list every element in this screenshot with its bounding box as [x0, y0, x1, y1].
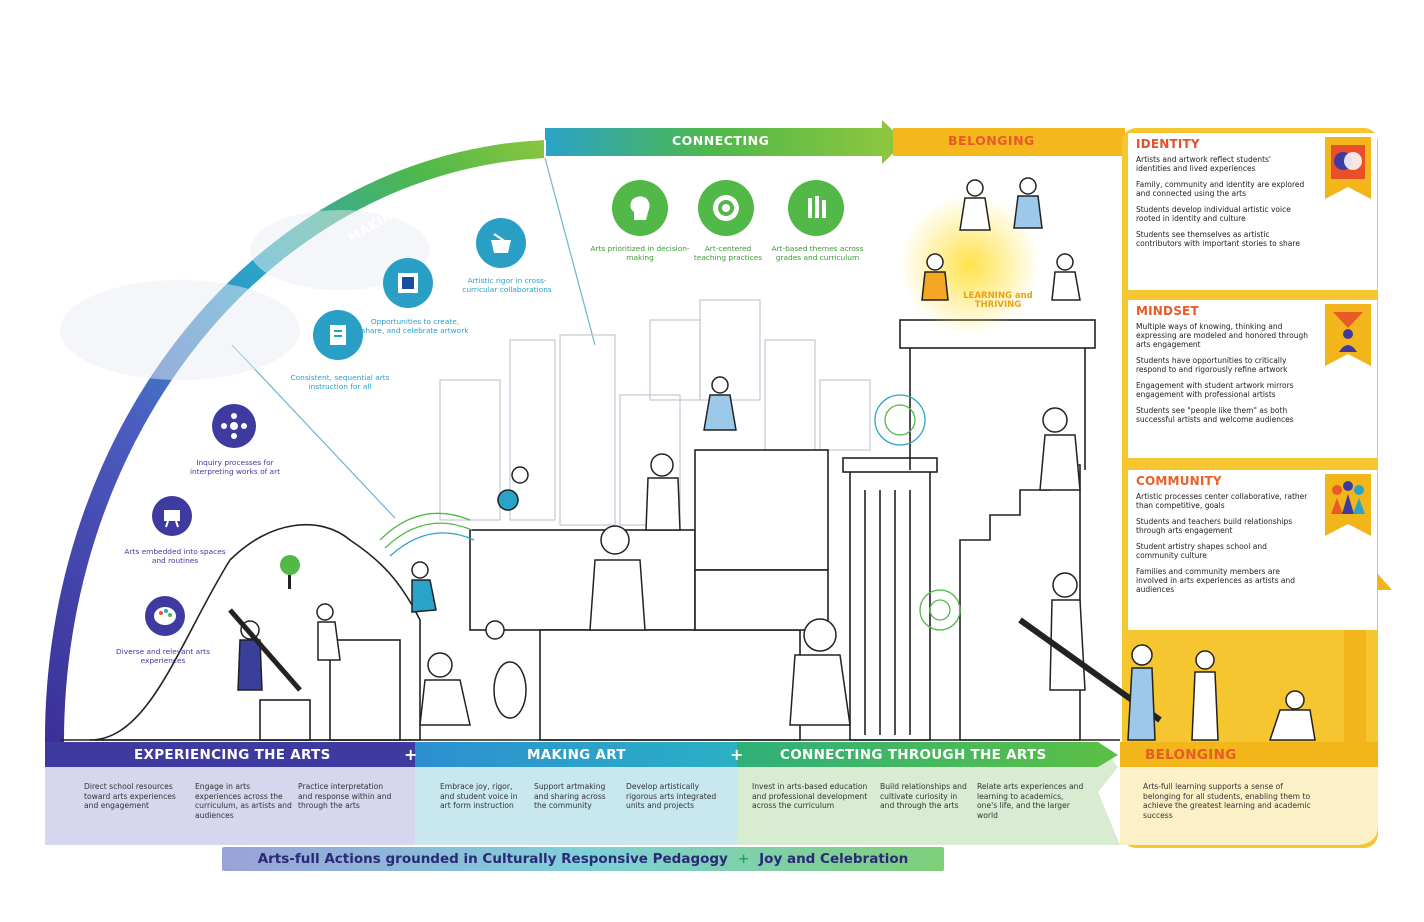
footer-left-text: Arts-full Actions grounded in Culturally…	[257, 851, 728, 867]
figure-hill-climber	[316, 603, 341, 661]
stair-blocks	[259, 449, 829, 741]
tools-icon	[788, 180, 844, 236]
list-item: Families and community members are invol…	[1136, 567, 1295, 594]
band-plus-1: +	[404, 745, 418, 764]
list-item: Student artistry shapes school and commu…	[1136, 542, 1267, 560]
figure-child-telescope	[703, 376, 737, 431]
panel-list: Multiple ways of knowing, thinking and e…	[1128, 322, 1316, 424]
list-item: Multiple ways of knowing, thinking and e…	[1136, 322, 1308, 349]
icon-caption-target: Art-centered teaching practices	[693, 244, 763, 262]
arch-label-belonging: BELONGING	[948, 133, 1035, 148]
list-item: Students develop individual artistic voi…	[1136, 205, 1291, 223]
panel-title: COMMUNITY	[1136, 474, 1222, 488]
icon-caption-basket: Artistic rigor in cross-curricular colla…	[462, 276, 552, 294]
panel-community: COMMUNITY Artistic processes center coll…	[1128, 470, 1377, 630]
icon-caption-head: Arts prioritized in decision-making	[590, 244, 690, 262]
mindset-person-icon	[1325, 304, 1371, 366]
band-text-belonging: Arts-full learning supports a sense of b…	[1143, 782, 1311, 820]
figure-summit-dancer	[1051, 253, 1081, 301]
figure-cellist	[485, 620, 527, 719]
list-item: Students have opportunities to criticall…	[1136, 356, 1288, 374]
footer-plus: +	[737, 851, 750, 867]
band-label-belonging: BELONGING	[1145, 747, 1237, 763]
footer-banner-bg	[222, 847, 944, 871]
icon-caption-frame: Opportunities to create, share, and cele…	[361, 317, 469, 335]
figure-painter	[789, 618, 851, 726]
target-icon	[698, 180, 754, 236]
community-people-icon	[1325, 474, 1371, 536]
band-text-exp-1: Direct school resources toward arts expe…	[84, 782, 176, 811]
figure-kids-right	[1127, 644, 1316, 741]
figure-wheelchair	[497, 466, 529, 511]
arch-label-connecting: CONNECTING	[672, 133, 770, 148]
band-text-conn-3: Relate arts experiences and learning to …	[977, 782, 1084, 820]
figure-chef	[645, 453, 681, 531]
footer-banner: Arts-full Actions grounded in Culturally…	[222, 847, 944, 871]
list-item: Artistic processes center collaborative,…	[1136, 492, 1308, 510]
summit-label: LEARNING and THRIVING	[963, 291, 1033, 310]
figure-pencil-climber	[228, 608, 302, 692]
people-figures	[228, 177, 1316, 741]
panel-title: IDENTITY	[1136, 137, 1200, 151]
panel-mindset: MINDSET Multiple ways of knowing, thinki…	[1128, 300, 1377, 458]
panel-title: MINDSET	[1136, 304, 1199, 318]
band-text-make-2: Support artmaking and sharing across the…	[534, 782, 606, 811]
swirl-decorations	[379, 394, 961, 631]
section-dividers	[231, 157, 596, 519]
band-text-make-1: Embrace joy, rigor, and student voice in…	[440, 782, 518, 811]
figure-trumpet	[1039, 407, 1081, 491]
band-label-making: MAKING ART	[527, 747, 626, 763]
head-icon	[612, 180, 668, 236]
easel-icon	[152, 496, 192, 536]
icon-caption-tools: Art-based themes across grades and curri…	[771, 244, 864, 262]
band-plus-2: +	[730, 745, 744, 764]
list-item: Engagement with student artwork mirrors …	[1136, 381, 1294, 399]
list-item: Students see "people like them" as both …	[1136, 406, 1294, 424]
figure-summit-singer	[921, 253, 949, 301]
list-item: Students see themselves as artistic cont…	[1136, 230, 1300, 248]
icon-caption-easel: Arts embedded into spaces and routines	[124, 547, 226, 565]
panel-list: Artists and artwork reflect students' id…	[1128, 155, 1316, 248]
list-item: Students and teachers build relationship…	[1136, 517, 1293, 535]
bottom-bands	[45, 742, 1378, 845]
list-item: Artists and artwork reflect students' id…	[1136, 155, 1271, 173]
list-item: Family, community and identity are explo…	[1136, 180, 1305, 198]
band-text-conn-1: Invest in arts-based education and profe…	[752, 782, 868, 811]
basket-icon	[476, 218, 526, 268]
figure-runner	[411, 561, 437, 613]
figure-singer	[589, 525, 646, 631]
book-icon	[313, 310, 363, 360]
figure-jumpers	[959, 177, 1043, 231]
band-text-make-3: Develop artistically rigorous arts integ…	[626, 782, 717, 811]
sky-texture	[60, 210, 430, 380]
panel-identity: IDENTITY Artists and artwork reflect stu…	[1128, 133, 1377, 290]
band-text-exp-3: Practice interpretation and response wit…	[298, 782, 392, 811]
network-icon	[212, 404, 256, 448]
frame-icon	[383, 258, 433, 308]
band-label-connecting: CONNECTING THROUGH THE ARTS	[780, 747, 1047, 763]
footer-right-text: Joy and Celebration	[759, 851, 909, 867]
identity-faces-icon	[1325, 137, 1371, 199]
palette-icon	[145, 596, 185, 636]
icon-caption-network: Inquiry processes for interpreting works…	[189, 458, 281, 476]
band-text-conn-2: Build relationships and cultivate curios…	[880, 782, 967, 811]
band-text-exp-2: Engage in arts experiences across the cu…	[195, 782, 292, 820]
panel-list: Artistic processes center collaborative,…	[1128, 492, 1316, 594]
icon-caption-book: Consistent, sequential arts instruction …	[290, 373, 390, 391]
band-label-experiencing: EXPERIENCING THE ARTS	[134, 747, 331, 763]
figure-plant-sitter	[419, 652, 471, 726]
icon-caption-palette: Diverse and relevant arts experiences	[116, 647, 210, 665]
